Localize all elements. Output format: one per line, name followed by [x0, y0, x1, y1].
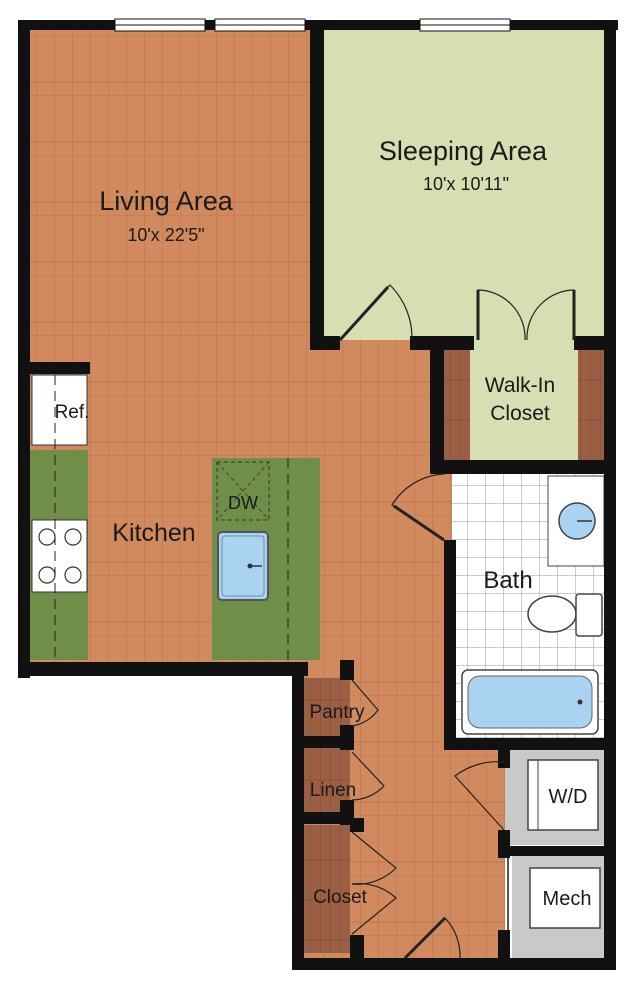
door-linen — [351, 751, 385, 801]
toilet-tank — [575, 593, 603, 637]
washer-dryer — [527, 759, 599, 831]
kitchen-counters — [30, 374, 320, 660]
kitchen-sink — [217, 531, 269, 601]
sleeping-area-floor — [318, 28, 608, 340]
refrigerator — [31, 374, 88, 446]
washer-dryer-label: W/D — [549, 786, 588, 808]
walk-in-closet-label: Closet — [490, 402, 550, 425]
walk-in-closet-floor — [470, 340, 578, 465]
door-pantry — [351, 679, 379, 727]
sleeping-area-name: Sleeping Area — [379, 136, 548, 166]
sleeping-area-dimensions: 10'x 10'11" — [423, 174, 509, 194]
burner-icon — [38, 566, 56, 584]
mech-unit — [529, 867, 601, 929]
kitchen-name: Kitchen — [112, 519, 195, 547]
tub-drain-icon — [577, 699, 583, 705]
walk-in-closet-label: Walk-In — [485, 374, 555, 397]
doors — [338, 284, 576, 960]
dishwasher-label: DW — [228, 493, 258, 513]
living-area-dimensions: 10'x 22'5" — [127, 225, 204, 245]
refrigerator-label: Ref. — [55, 402, 90, 423]
toilet-bowl — [527, 595, 577, 633]
door-bath — [391, 473, 445, 541]
door-walk-in-closet — [477, 289, 526, 341]
closet-label: Closet — [313, 887, 368, 908]
bath-fixtures — [461, 475, 605, 735]
pantry-label: Pantry — [310, 702, 365, 723]
burner-icon — [38, 528, 56, 546]
closet-floor — [300, 825, 350, 953]
burner-icon — [64, 528, 82, 546]
door-washer-dryer — [454, 761, 505, 831]
living-area-name: Living Area — [99, 186, 234, 216]
linen-label: Linen — [310, 780, 357, 801]
utility-fixtures — [527, 759, 601, 929]
bath-name: Bath — [483, 567, 532, 594]
walls — [18, 18, 618, 970]
burner-icon — [64, 566, 82, 584]
mech-label: Mech — [543, 888, 592, 910]
door-sleeping-area — [339, 284, 413, 341]
labels: Sleeping Area 10'x 10'11" Living Area 10… — [55, 136, 592, 910]
